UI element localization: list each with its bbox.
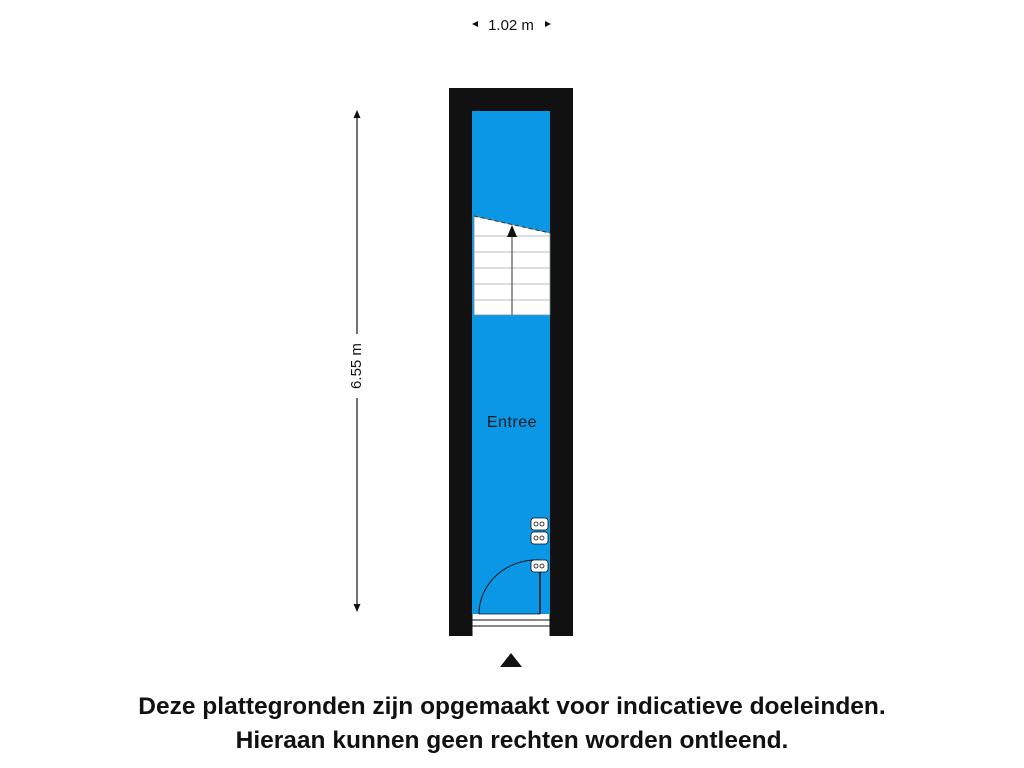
utility-meter-icon: [530, 517, 549, 573]
disclaimer-line-1: Deze plattegronden zijn opgemaakt voor i…: [138, 693, 886, 720]
disclaimer: Deze plattegronden zijn opgemaakt voor i…: [0, 690, 1024, 758]
stairs: [473, 215, 551, 316]
room-label-entree: Entree: [487, 414, 537, 431]
width-arrow-right-icon: [545, 21, 551, 27]
height-dimension: 6.55 m: [348, 110, 365, 612]
door-threshold: [471, 614, 551, 636]
door-opening: [472, 614, 550, 636]
disclaimer-line-2: Hieraan kunnen geen rechten worden ontle…: [235, 727, 789, 754]
height-dimension-label: 6.55 m: [348, 343, 365, 389]
width-dimension-label: 1.02 m: [488, 17, 534, 34]
height-arrow-top-icon: [353, 110, 361, 118]
width-dimension: 1.02 m: [472, 17, 551, 34]
width-arrow-left-icon: [472, 21, 478, 27]
stairs-up-arrow-icon: [507, 225, 517, 237]
entrance-triangle-icon: [500, 653, 522, 667]
height-arrow-bottom-icon: [353, 604, 361, 612]
